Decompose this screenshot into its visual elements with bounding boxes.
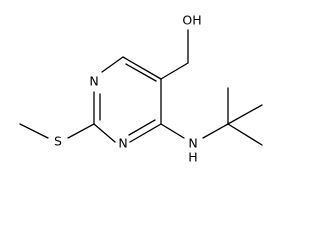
bond-c6-c5-double [125, 63, 157, 82]
amine-nitrogen-label: N [188, 136, 197, 151]
molecule-svg: OH N N S N H [19, 13, 263, 165]
bond-nh-cq [202, 123, 229, 139]
bond-c4-n3-double [129, 123, 162, 143]
bond-cq-methyl-right-bottom [227, 123, 263, 146]
bond-n3-c2 [93, 123, 116, 143]
ring-nitrogen-bottom-label: N [118, 136, 127, 151]
bond-c4-n3-inner [128, 119, 156, 136]
hydroxyl-label: OH [182, 13, 201, 28]
amine-hydrogen-label: H [188, 150, 197, 165]
sulfur-label: S [54, 134, 62, 149]
ring-nitrogen-top-label: N [89, 74, 98, 89]
bond-c2-s [67, 123, 95, 139]
bond-c5-ch2 [160, 62, 189, 80]
bond-cq-methyl-right-top [227, 104, 263, 125]
bond-n1-c6 [101, 56, 124, 73]
bond-c6-c5 [122, 56, 162, 80]
bond-s-ch3 [19, 123, 49, 139]
bond-c4-nh [160, 123, 185, 139]
structure-diagram: OH N N S N H [19, 12, 263, 165]
